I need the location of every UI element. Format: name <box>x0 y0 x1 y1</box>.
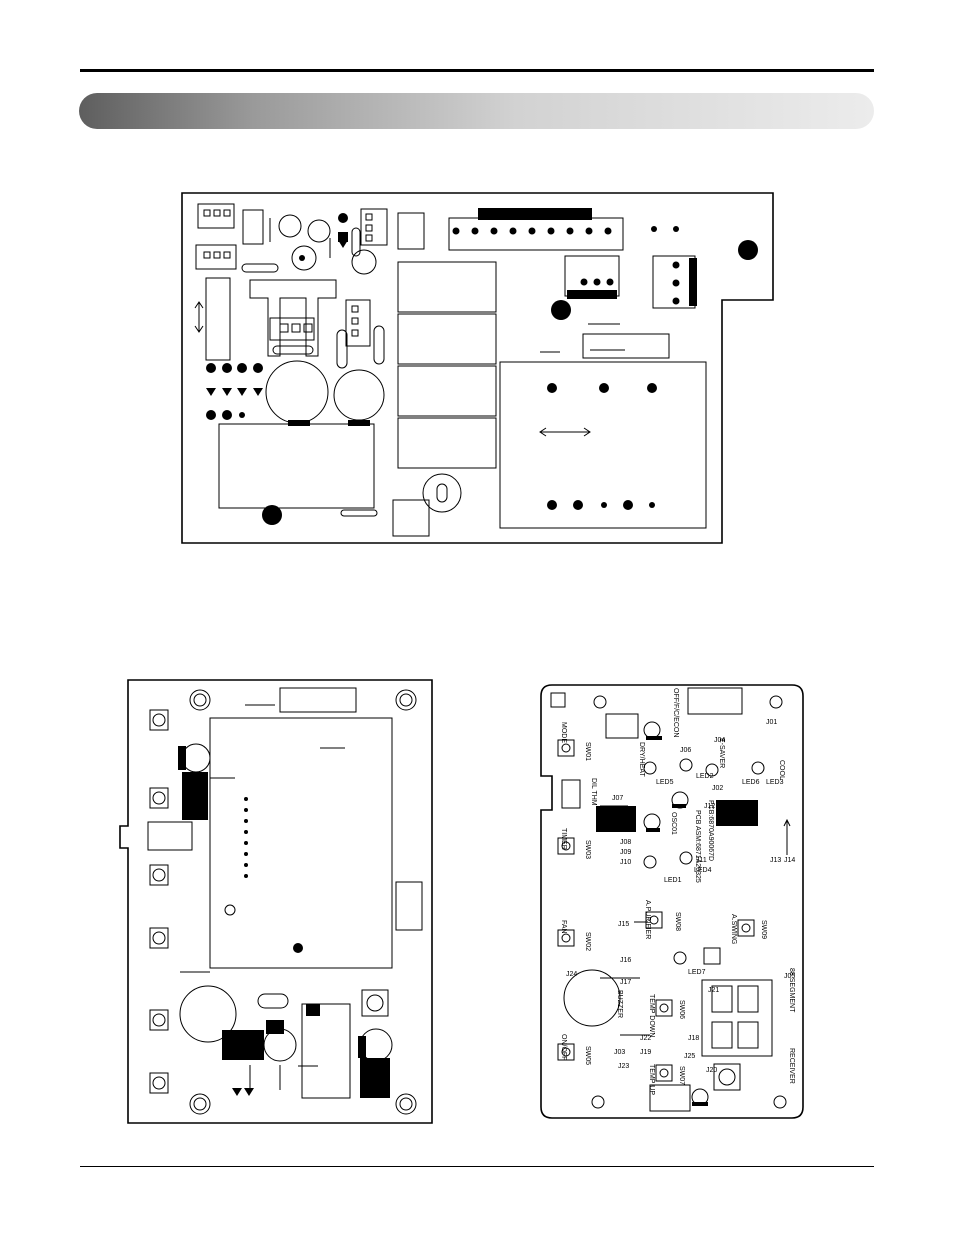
segment-label: 88 SEGMENT <box>788 968 795 1013</box>
ref-led02: LED2 <box>696 773 714 780</box>
ref-j23: J23 <box>618 1063 629 1070</box>
ref-j13: J13 <box>770 857 781 864</box>
e-saver-label: E-SAVER <box>718 738 725 768</box>
ref-j10: J10 <box>620 859 631 866</box>
ref-j05: J05 <box>784 973 795 980</box>
ref-led07: LED7 <box>688 969 706 976</box>
temp-up-label: TEMP UP <box>648 1064 655 1095</box>
buzzer-ref: BUZZER <box>616 990 623 1018</box>
cool-label: COOL <box>778 760 785 780</box>
ref-j14: J14 <box>784 857 795 864</box>
ref-j24: J24 <box>566 971 577 978</box>
ref-led03: LED3 <box>766 779 784 786</box>
ref-led05: LED5 <box>656 779 674 786</box>
main-board-outline <box>181 192 774 544</box>
pcb-asm-label: PCB ASM:6871A20325 <box>694 810 701 883</box>
ref-sw09: SW09 <box>760 920 767 939</box>
ref-j02: J02 <box>712 785 723 792</box>
control-board <box>119 679 433 1124</box>
off-f-c-label: OFF/F/C/ECON <box>672 688 679 737</box>
receiver-label: RECEIVER <box>788 1048 795 1084</box>
ref-j22: J22 <box>640 1035 651 1042</box>
footer-rule <box>80 1166 874 1167</box>
timer-label: TIMER <box>560 828 567 850</box>
ref-sw01: SW01 <box>584 742 591 761</box>
ref-led04: LED4 <box>694 867 712 874</box>
header-rule <box>80 69 874 72</box>
fan-label: FAN <box>560 920 567 934</box>
ref-j01: J01 <box>766 719 777 726</box>
ref-led01: LED1 <box>664 877 682 884</box>
dil-thm-label: DIL THM <box>590 778 597 806</box>
ref-j15: J15 <box>618 921 629 928</box>
main-board <box>181 192 774 544</box>
ref-led06: LED6 <box>742 779 760 786</box>
ref-j20: J20 <box>706 1067 717 1074</box>
control-board-outline <box>119 679 433 1124</box>
ref-j21: J21 <box>708 987 719 994</box>
ref-j11: J11 <box>696 857 707 864</box>
ref-j04: J04 <box>714 737 725 744</box>
on-off-label: ON/OFF <box>560 1034 567 1060</box>
ref-j19: J19 <box>640 1049 651 1056</box>
ref-j12: J12 <box>704 803 715 810</box>
ref-j09: J09 <box>620 849 631 856</box>
display-board-silkscreen: PCB:6870A90067D PCB ASM:6871A20325 RECEI… <box>560 688 795 1095</box>
pcb-number-label: PCB:6870A90067D <box>707 800 714 861</box>
ref-sw08: SW08 <box>674 912 681 931</box>
ref-sw05: SW05 <box>584 1046 591 1065</box>
osc-ref: OSC01 <box>670 812 677 835</box>
ref-sw03: SW03 <box>584 840 591 859</box>
temp-down-label: TEMP DOWN <box>648 994 655 1037</box>
display-board-outline <box>540 684 804 1119</box>
ref-sw06: SW06 <box>678 1000 685 1019</box>
ref-j25: J25 <box>684 1053 695 1060</box>
ref-j08: J08 <box>620 839 631 846</box>
dry-heat-label: DRY/HEAT <box>638 742 645 777</box>
a-purifier-label: A.PURIFIER <box>644 900 651 939</box>
mode-label: MODE <box>560 722 567 743</box>
ref-j07: J07 <box>612 795 623 802</box>
section-title-bar <box>79 93 874 129</box>
display-board: PCB:6870A90067D PCB ASM:6871A20325 RECEI… <box>540 684 804 1119</box>
ref-j03: J03 <box>614 1049 625 1056</box>
ref-j18: J18 <box>688 1035 699 1042</box>
a-swing-label: A.SWING <box>730 914 737 944</box>
ref-j17: J17 <box>620 979 631 986</box>
ref-j06: J06 <box>680 747 691 754</box>
ref-j16: J16 <box>620 957 631 964</box>
ref-sw02: SW02 <box>584 932 591 951</box>
ref-sw07: SW07 <box>678 1066 685 1085</box>
